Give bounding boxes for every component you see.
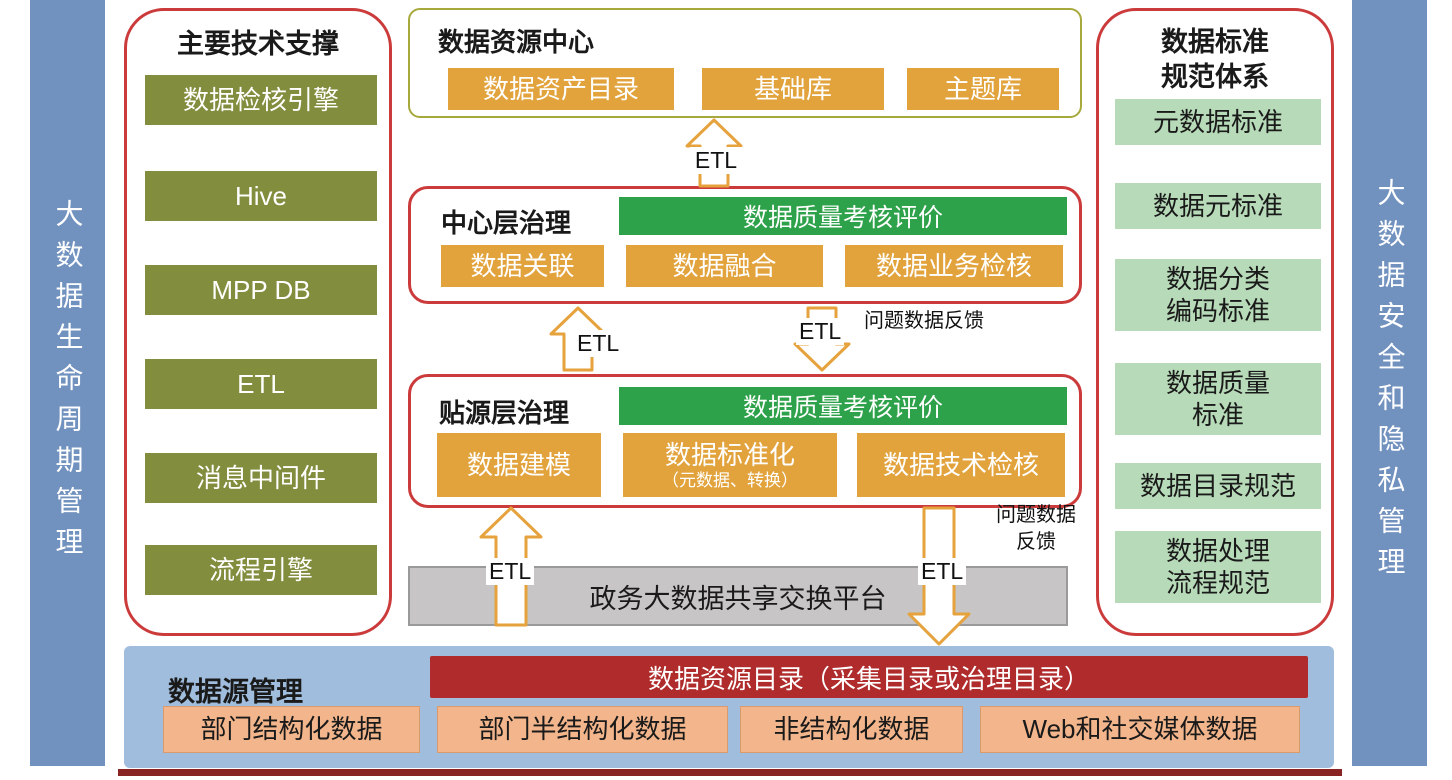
security-privacy-sidebar: 大数据安全和隐私管理 [1352,0,1427,766]
source-item-standardization: 数据标准化 （元数据、转换） [623,433,837,497]
center-layer-quality-bar: 数据质量考核评价 [619,197,1067,235]
source-web-social-data: Web和社交媒体数据 [980,706,1300,753]
resource-center-box: 数据资源中心 数据资产目录 基础库 主题库 [408,8,1082,118]
resource-item-asset-catalog: 数据资产目录 [448,68,674,110]
standard-item-process: 数据处理流程规范 [1115,531,1321,603]
center-layer-title: 中心层治理 [441,208,572,238]
center-item-association: 数据关联 [441,245,604,287]
source-item-modeling: 数据建模 [437,433,601,497]
resource-center-title: 数据资源中心 [438,27,595,57]
bottom-red-strip [118,769,1342,776]
feedback-label-bottom: 问题数据 反馈 [980,502,1092,556]
standard-item-classification-text: 数据分类编码标准 [1165,263,1270,327]
resource-item-base-library: 基础库 [702,68,884,110]
data-source-panel: 数据源管理 数据资源目录（采集目录或治理目录） 部门结构化数据 部门半结构化数据… [124,646,1334,768]
source-layer-title: 贴源层治理 [439,398,570,428]
data-source-title: 数据源管理 [168,677,303,707]
tech-support-panel: 主要技术支撑 数据检核引擎 Hive MPP DB ETL 消息中间件 流程引擎 [124,8,392,636]
etl-label-bottom-left: ETL [486,558,535,585]
security-privacy-label: 大数据安全和隐私管理 [1374,178,1406,588]
source-layer-box: 贴源层治理 数据质量考核评价 数据建模 数据标准化 （元数据、转换） 数据技术检… [408,374,1082,508]
standard-item-process-text: 数据处理流程规范 [1165,535,1270,599]
standard-item-data-element: 数据元标准 [1115,183,1321,229]
tech-support-title: 主要技术支撑 [177,29,339,59]
lifecycle-management-sidebar: 大数据生命周期管理 [30,0,105,766]
source-item-standardization-main: 数据标准化 [664,439,795,470]
center-item-fusion: 数据融合 [626,245,823,287]
standards-title-text: 数据标准规范体系 [1160,27,1269,93]
center-layer-box: 中心层治理 数据质量考核评价 数据关联 数据融合 数据业务检核 [408,186,1082,304]
standard-item-quality-text: 数据质量标准 [1165,367,1270,431]
feedback-label-mid: 问题数据反馈 [864,310,984,332]
standard-item-metadata: 元数据标准 [1115,99,1321,145]
resource-item-theme-library: 主题库 [907,68,1059,110]
tech-item-etl: ETL [145,359,377,409]
tech-item-flow-engine: 流程引擎 [145,545,377,595]
source-semi-structured-data: 部门半结构化数据 [437,706,728,753]
standards-title: 数据标准规范体系 [1099,25,1331,95]
etl-label-bottom-right: ETL [918,558,967,585]
source-layer-quality-bar: 数据质量考核评价 [619,387,1067,425]
standards-panel: 数据标准规范体系 元数据标准 数据元标准 数据分类编码标准 数据质量标准 数据目… [1096,8,1334,636]
etl-label-mid-left: ETL [574,330,623,357]
standard-item-classification: 数据分类编码标准 [1115,259,1321,331]
tech-item-middleware: 消息中间件 [145,453,377,503]
tech-item-hive: Hive [145,171,377,221]
source-item-tech-check: 数据技术检核 [857,433,1065,497]
feedback-bottom-line2: 反馈 [1016,531,1056,553]
center-item-business-check: 数据业务检核 [845,245,1063,287]
lifecycle-management-label: 大数据生命周期管理 [52,198,84,568]
standard-item-catalog: 数据目录规范 [1115,463,1321,509]
standard-item-quality: 数据质量标准 [1115,363,1321,435]
source-structured-data: 部门结构化数据 [163,706,420,753]
etl-label-top: ETL [690,147,742,174]
etl-label-mid-right: ETL [796,318,845,345]
feedback-bottom-line1: 问题数据 [996,504,1076,526]
source-unstructured-data: 非结构化数据 [740,706,963,753]
resource-catalog-bar: 数据资源目录（采集目录或治理目录） [430,656,1308,698]
tech-item-check-engine: 数据检核引擎 [145,75,377,125]
tech-item-mpp-db: MPP DB [145,265,377,315]
source-item-standardization-sub: （元数据、转换） [662,471,798,491]
